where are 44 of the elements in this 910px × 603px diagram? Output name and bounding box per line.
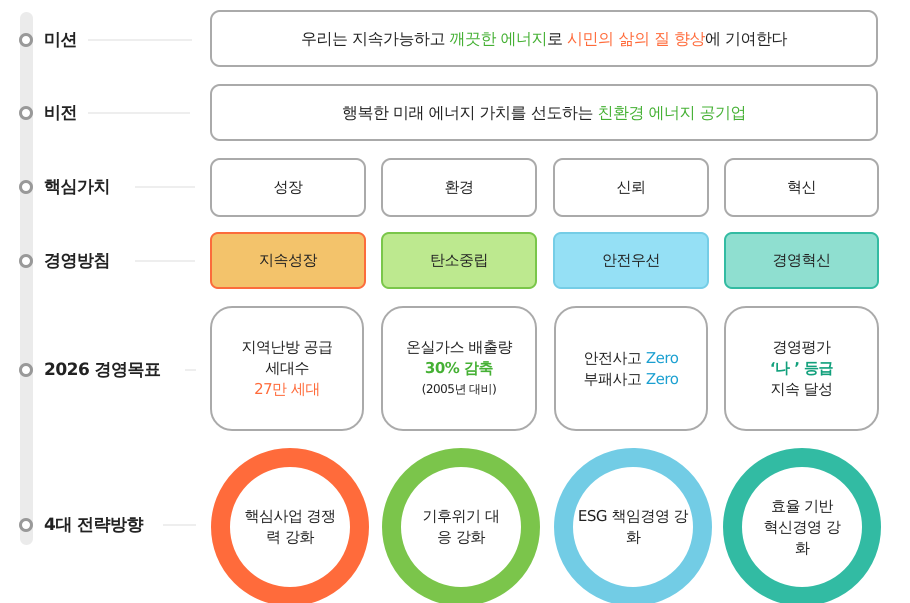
text-box xyxy=(210,10,878,67)
node-text: 성장 xyxy=(274,177,302,198)
text-box xyxy=(210,158,366,217)
node-text: 혁신 xyxy=(787,177,816,198)
node-text: 부패사고 Zero xyxy=(584,368,678,390)
node-text: 안전사고 Zero xyxy=(584,348,678,368)
node-text: 지속성장 xyxy=(259,250,317,271)
node-text: 30% 감축 xyxy=(424,358,494,379)
node-text: ‘나 ’ 등급 xyxy=(770,358,834,379)
node-text: 지역난방 공급세대수 xyxy=(240,337,334,379)
node-text: 신뢰 xyxy=(616,177,646,198)
node-text: 효율 기반 혁신경영 강화 xyxy=(762,496,842,558)
row-label: 4대 전략방향 xyxy=(44,514,144,536)
policy-box xyxy=(381,232,537,289)
text-box xyxy=(724,158,879,217)
goal-box xyxy=(381,306,537,431)
goal-box xyxy=(210,306,364,431)
policy-box xyxy=(553,232,709,289)
node-text: 우리는 지속가능하고 깨끗한 에너지로 시민의 삶의 질 향상에 기여한다 xyxy=(300,28,788,49)
row-label: 경영방침 xyxy=(44,250,110,272)
node-text: 지속 달성 xyxy=(770,379,833,400)
node-text: 환경 xyxy=(444,177,474,198)
row-label: 미션 xyxy=(44,29,77,51)
node-text: 안전우선 xyxy=(602,250,660,271)
text-box xyxy=(210,84,878,141)
goal-box xyxy=(724,306,879,431)
node-text: 핵심사업 경쟁력 강화 xyxy=(243,506,337,548)
row-label: 비전 xyxy=(44,102,77,124)
node-text: 탄소중립 xyxy=(430,250,488,271)
policy-box xyxy=(724,232,879,289)
node-text: 경영혁신 xyxy=(772,250,830,271)
row-label: 2026 경영목표 xyxy=(44,359,161,381)
node-text: ESG 책임경영 강화 xyxy=(576,506,690,548)
text-box xyxy=(553,158,709,217)
goal-box xyxy=(554,306,708,431)
text-box xyxy=(381,158,537,217)
node-text: 행복한 미래 에너지 가치를 선도하는 친환경 에너지 공기업 xyxy=(342,102,746,123)
node-text: 온실가스 배출량 xyxy=(406,337,512,358)
node-text: (2005년 대비) xyxy=(422,381,496,398)
policy-box xyxy=(210,232,366,289)
node-text: 경영평가 xyxy=(772,337,830,358)
node-text: 기후위기 대응 강화 xyxy=(422,506,500,548)
node-text: 27만 세대 xyxy=(254,379,320,400)
row-label: 핵심가치 xyxy=(44,176,110,198)
